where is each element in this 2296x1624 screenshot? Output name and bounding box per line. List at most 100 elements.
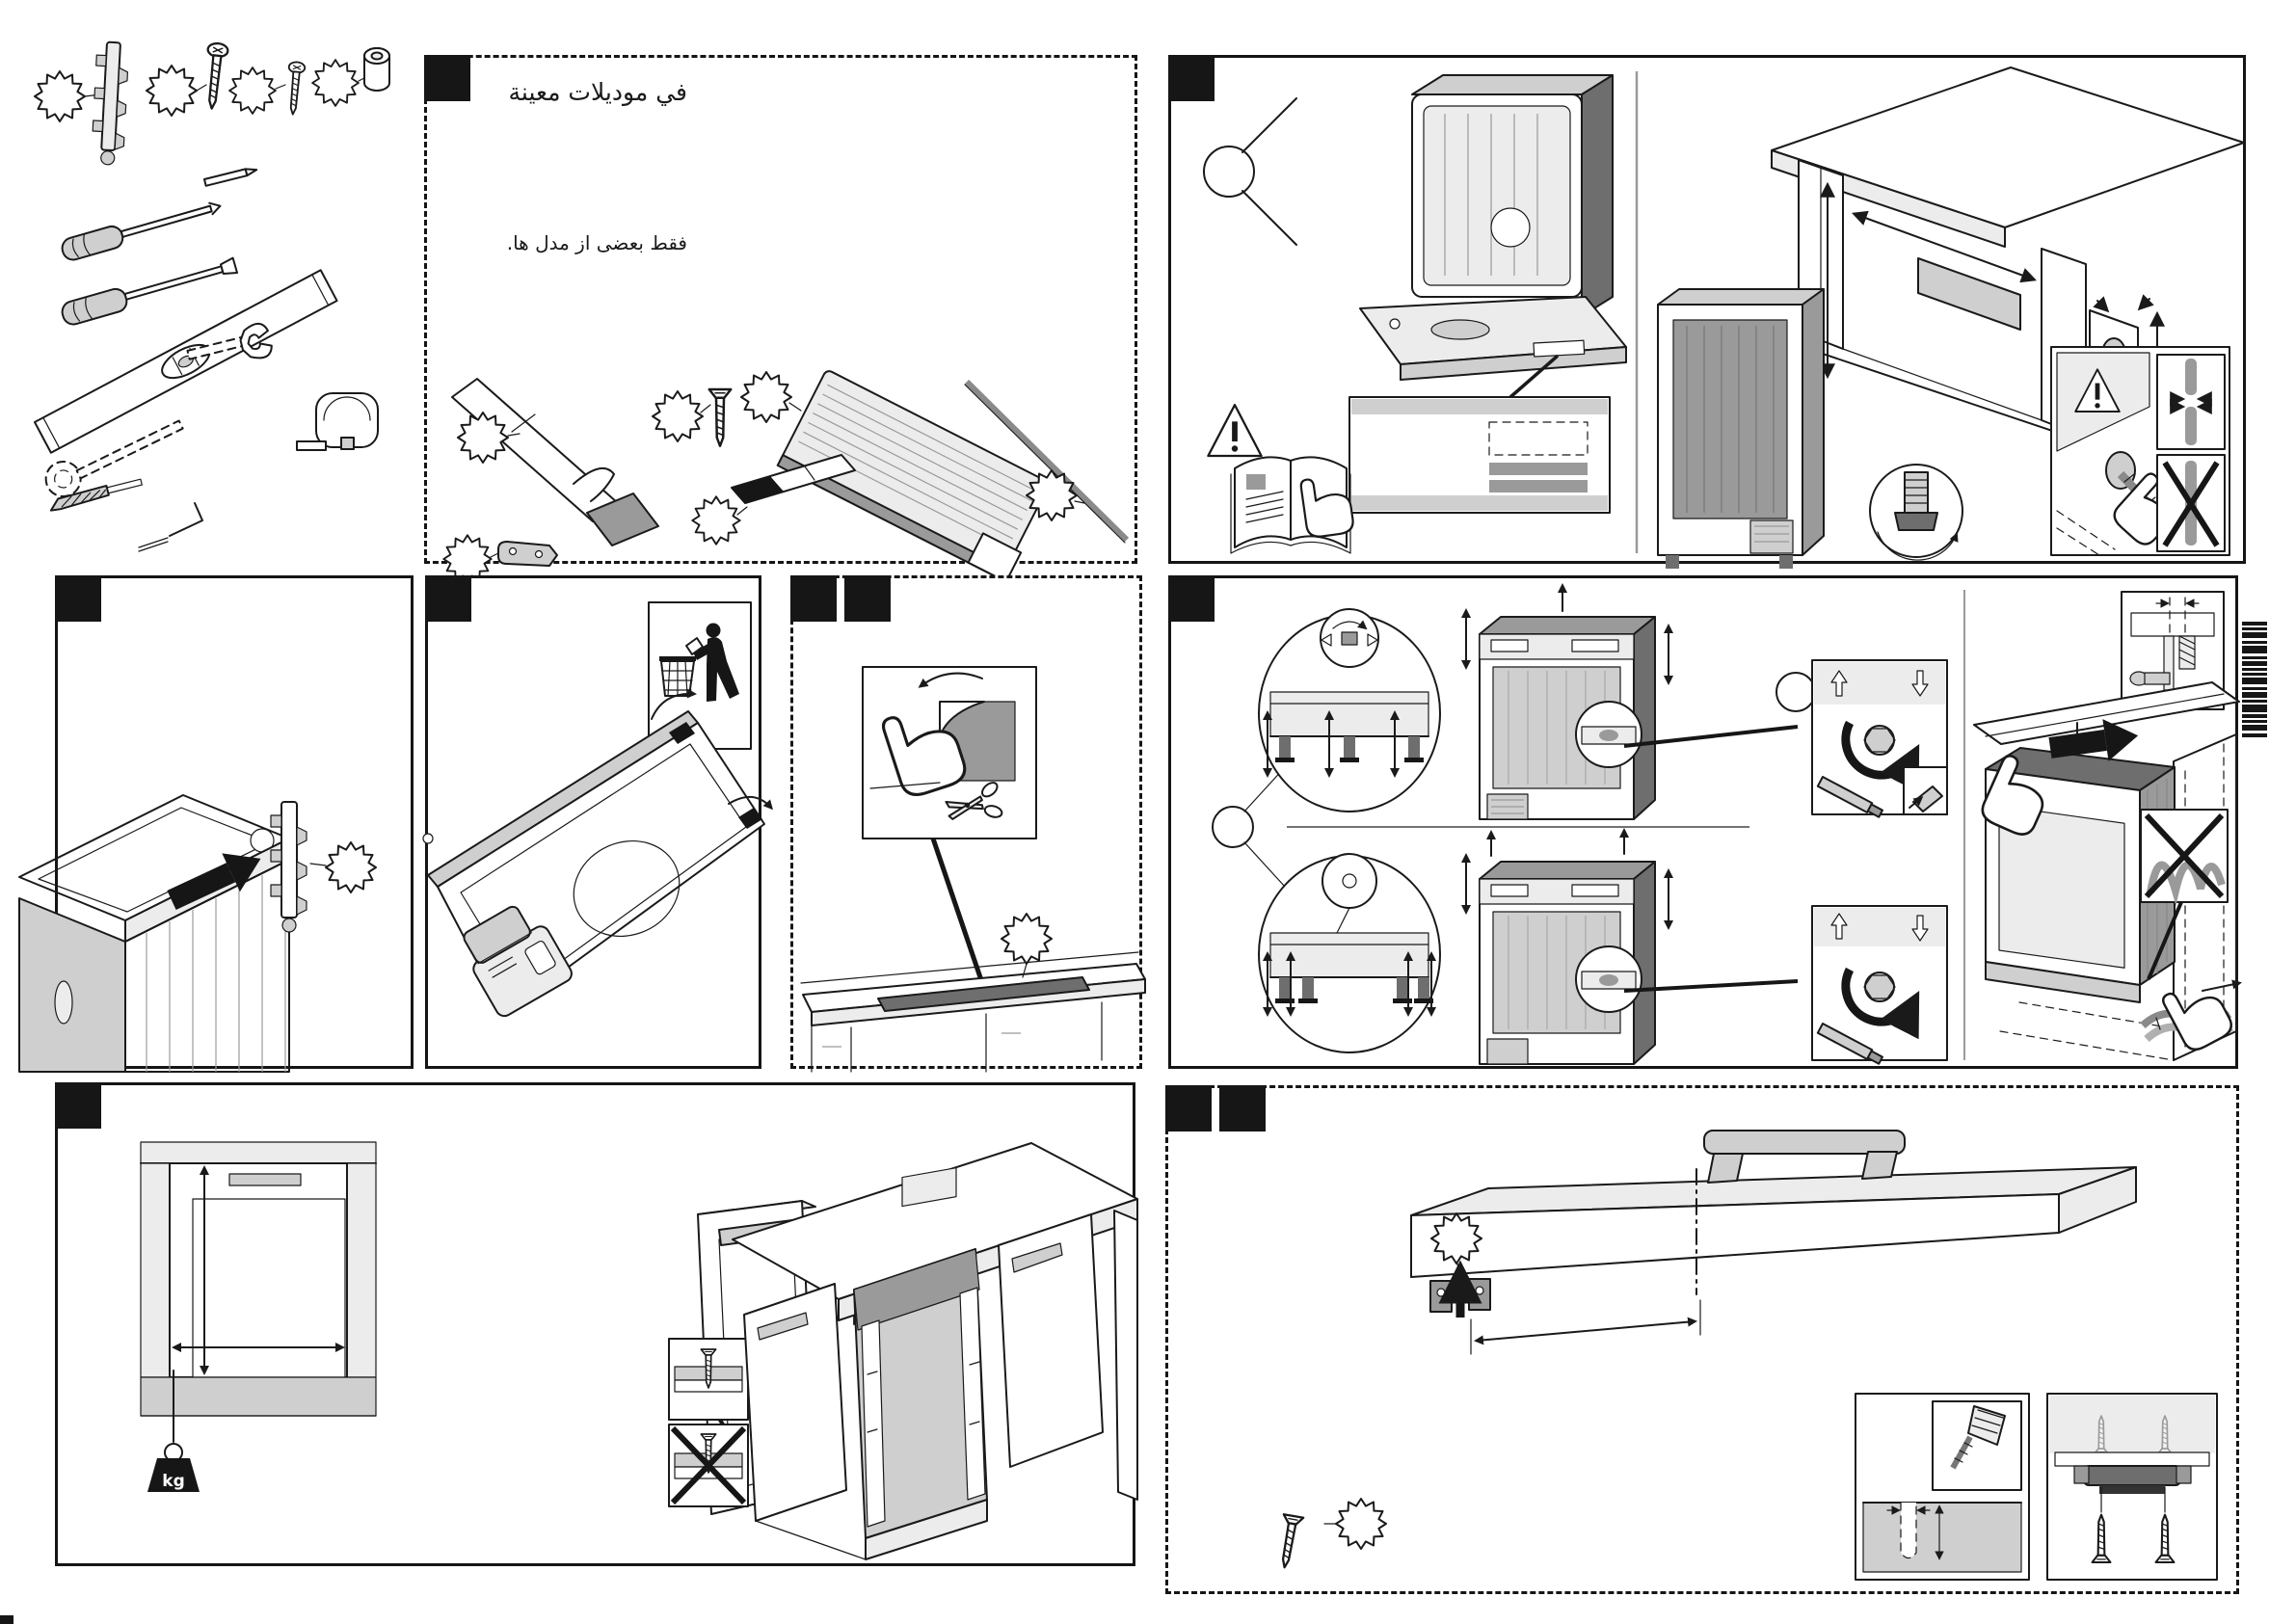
look-eye-icon [1203, 97, 1297, 246]
spacer-sleeve [363, 47, 390, 92]
countersunk-screw [1273, 1513, 1305, 1571]
variant-1-base-detail [1258, 608, 1441, 812]
drill-bit [49, 478, 143, 512]
peel-backing-detail-box [862, 666, 1037, 839]
phillips-screwdriver [61, 201, 222, 261]
callout-star-icon [34, 70, 101, 122]
long-screw [200, 40, 230, 111]
depth-arrow [1799, 343, 2088, 445]
kinked-hose-prohibition-box [2140, 809, 2229, 980]
step-9-10-panel [1165, 1085, 2239, 1594]
sound-deadening-strip [776, 370, 1050, 583]
short-screw [283, 60, 307, 117]
step-9-marker [1165, 1085, 1212, 1131]
pull-hoses-out [2140, 972, 2242, 1055]
hex-key [138, 502, 203, 552]
drill-icon [1950, 1405, 2006, 1470]
callout-star-icon [311, 59, 367, 107]
page-corner-mark [0, 1615, 13, 1624]
callout-star-icon [442, 534, 499, 584]
trim-rod [964, 379, 1130, 544]
step-7-panel [1168, 575, 2242, 1069]
ring-wrench [44, 419, 184, 497]
push-arrow [2048, 719, 2139, 761]
kg-weight-icon: kg [147, 1443, 200, 1492]
slide-under-counter [1973, 681, 2240, 1061]
parts-and-tools-area [25, 35, 422, 563]
step-5-marker [790, 575, 837, 622]
built-under-dishwasher-rear [1657, 288, 1825, 569]
step-1-subtitle-farsi: فقط بعضی از مدل ها. [506, 231, 687, 254]
step-5-6-panel [790, 575, 1146, 1073]
black-arrow [167, 853, 261, 910]
door-clip-part [497, 541, 558, 567]
step-6-marker [844, 575, 891, 622]
step-1-title-arabic: في موديلات معينة [508, 78, 687, 106]
callout-star-icon [652, 390, 711, 442]
kg-label: kg [162, 1472, 184, 1491]
callout-star-icon [691, 495, 748, 546]
variant-2-base-detail [1258, 853, 1441, 1053]
tape-measure [296, 392, 379, 451]
countersunk-screw [707, 387, 733, 447]
step-3-marker [55, 575, 101, 622]
leader-line [930, 838, 985, 984]
curved-arrow [918, 672, 983, 688]
rating-plate-detail [1348, 396, 1611, 514]
dispenser-detail [463, 905, 573, 1018]
step-2-panel [1168, 55, 2246, 569]
pencil [203, 168, 258, 187]
drill-depth-detail-box [1855, 1393, 2030, 1581]
callout-star-icon [1026, 469, 1085, 521]
warning-triangle-icon [1208, 405, 1261, 456]
variant-1-foot-adjust-box [1811, 659, 1948, 818]
step-2-marker [1168, 55, 1215, 101]
step-7-marker [1168, 575, 1215, 622]
black-adhesive-strip [731, 454, 856, 504]
left-cabinet-door [743, 1283, 847, 1522]
mounting-rail-part [270, 801, 307, 933]
callout-star-icon [228, 67, 286, 115]
sub-step-circle [1775, 672, 1816, 712]
callout-star-icon [1323, 1498, 1387, 1550]
mounting-rail-part [92, 40, 129, 166]
variant-2-dishwasher-rear [1461, 828, 1799, 1065]
hose-grommet-detail [1869, 464, 1963, 561]
step-1-panel: في موديلات معينة فقط بعضی از مدل ها. [424, 55, 1137, 584]
read-manual-book-icon [1230, 456, 1356, 554]
spirit-level [34, 269, 338, 454]
right-cabinet-door [998, 1213, 1104, 1468]
screws-into-bracket-box [2046, 1393, 2218, 1581]
screw-section-prohibited-box [668, 1424, 749, 1507]
barcode [2242, 622, 2267, 737]
adhesive-strip-on-counter [800, 951, 1146, 1073]
curved-arrow [651, 688, 774, 811]
screw-section-ok-box [668, 1338, 749, 1421]
step-8-panel: kg [55, 1082, 1138, 1566]
niche-front-dimension-drawing [140, 1141, 377, 1443]
open-dishwasher-illustration [1359, 74, 1627, 399]
step-10-marker [1219, 1085, 1266, 1131]
kitchen-run-illustration [732, 1142, 1138, 1560]
hose-routing-warning [2050, 346, 2230, 556]
width-arrow [1851, 210, 2038, 283]
callout-star-icon [1430, 1212, 1482, 1278]
step-4-marker [425, 575, 471, 622]
callout-star-icon [1001, 913, 1053, 978]
adhesive-sealing-strip [451, 378, 659, 546]
dishwasher-top-vent [901, 1167, 957, 1208]
step-4-panel [422, 575, 774, 1069]
carrying-handle [1703, 1130, 1906, 1184]
open-end-wrench [186, 322, 273, 360]
callout-star-icon [457, 412, 521, 464]
callout-star-icon [309, 841, 377, 893]
prohibition-x-icon [2162, 461, 2220, 547]
prohibition-x-icon [670, 1425, 747, 1505]
flat-screwdriver [61, 256, 239, 326]
step-8-marker [55, 1082, 101, 1129]
toe-kick-panel [1410, 1130, 2137, 1355]
step-1-marker [424, 55, 470, 101]
variant-selector-circle [1212, 766, 1286, 888]
variant-2-foot-adjust-box [1811, 905, 1948, 1065]
